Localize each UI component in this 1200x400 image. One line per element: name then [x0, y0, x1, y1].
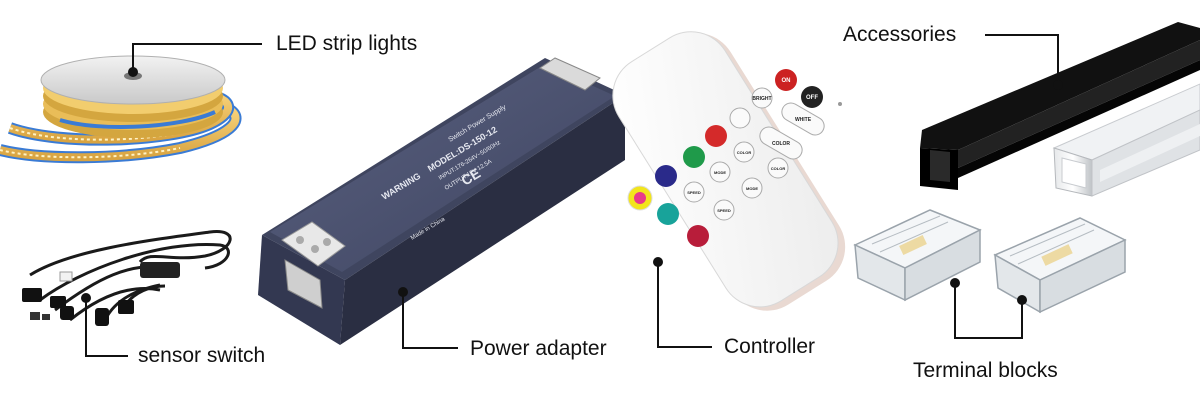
svg-text:COLOR: COLOR — [772, 141, 790, 147]
aluminum-profile-silver-image — [1052, 83, 1200, 197]
white-button — [781, 102, 825, 136]
label-led-strip-lights: LED strip lights — [276, 32, 418, 55]
off-button — [801, 86, 823, 108]
teal-button — [657, 203, 679, 225]
svg-text:SPEED: SPEED — [687, 190, 701, 195]
svg-text:MODE: MODE — [746, 186, 758, 191]
svg-text:WHITE: WHITE — [795, 117, 812, 123]
svg-text:SPEED: SPEED — [717, 208, 731, 213]
svg-text:COLOR: COLOR — [771, 166, 786, 171]
leader-lines — [81, 34, 1063, 357]
blue-button — [655, 165, 677, 187]
color-button — [759, 126, 803, 160]
on-button — [775, 69, 797, 91]
svg-text:COLOR: COLOR — [737, 150, 752, 155]
label-controller: Controller — [724, 335, 816, 358]
leader-led-strip — [132, 43, 262, 72]
svg-text:OFF: OFF — [806, 95, 818, 101]
svg-text:MODE: MODE — [714, 170, 726, 175]
svg-text:ON: ON — [782, 78, 791, 84]
svg-text:BRIGHT: BRIGHT — [752, 96, 771, 102]
remote-button-grid: ON OFF BRIGHT WHITE COLOR COLOR COLOR MO… — [627, 69, 842, 247]
red-button — [705, 125, 727, 147]
leader-power-adapter — [402, 292, 458, 349]
label-terminal-blocks: Terminal blocks — [913, 359, 1058, 382]
crimson-button — [687, 225, 709, 247]
label-sensor-switch: sensor switch — [138, 344, 266, 367]
terminal-block-left-image — [853, 209, 982, 302]
controller-image: ON OFF BRIGHT WHITE COLOR COLOR COLOR MO… — [612, 31, 846, 311]
leader-accessories — [985, 34, 1059, 85]
label-accessories: Accessories — [843, 23, 957, 46]
led-strip-reel-image — [0, 55, 242, 164]
label-power-adapter: Power adapter — [470, 337, 607, 360]
sensor-switch-image — [22, 230, 232, 326]
bright-button — [751, 87, 773, 109]
leader-terminal-blocks — [954, 283, 1023, 339]
leader-controller — [657, 262, 712, 348]
power-adapter-image: WARNING Switch Power Supply MODEL:DS-150… — [258, 57, 625, 345]
green-button — [683, 146, 705, 168]
terminal-block-right-image — [993, 217, 1127, 314]
leader-sensor-switch — [85, 298, 128, 357]
